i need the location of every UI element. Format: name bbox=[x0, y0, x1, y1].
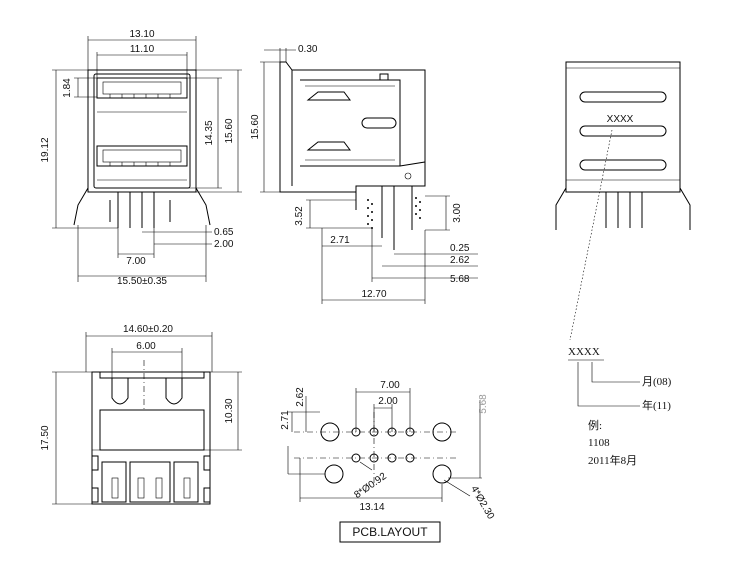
month-label: 月(08) bbox=[642, 376, 672, 388]
date-code-legend: XXXX 月(08) 年(11) 例: 1108 2011年8月 bbox=[568, 346, 672, 467]
dim-pcb-row-gap: 5.68 bbox=[478, 394, 489, 414]
dim-pcb-mount-holes: 4*Ø2.30 bbox=[468, 484, 496, 522]
pcb-layout-title-box bbox=[339, 521, 441, 543]
dim-bottom-width: 14.60±0.20 bbox=[123, 324, 173, 335]
example-label: 例: bbox=[588, 418, 602, 432]
dim-front-pin-width: 0.65 bbox=[214, 227, 234, 238]
example-code: 1108 bbox=[588, 437, 610, 449]
example-date: 2011年8月 bbox=[588, 453, 637, 467]
dim-pcb-row-y: 2.71 bbox=[280, 410, 291, 430]
dim-pcb-signal-holes: 8*Ø0.92 bbox=[352, 471, 389, 501]
dim-front-mid-height: 14.35 bbox=[204, 120, 215, 145]
dim-side-length: 12.70 bbox=[361, 289, 386, 300]
dim-front-body-height: 15.60 bbox=[224, 118, 235, 143]
rear-marking-code: XXXX bbox=[607, 114, 634, 125]
year-label: 年(11) bbox=[642, 398, 671, 412]
dim-pcb-row-y2: 2.62 bbox=[295, 387, 306, 407]
dim-side-pin-span: 5.68 bbox=[450, 274, 470, 285]
rear-view: XXXX bbox=[555, 61, 691, 230]
dim-front-pin-gap: 2.00 bbox=[214, 239, 234, 250]
dim-bottom-inner: 6.00 bbox=[136, 341, 156, 352]
dim-side-pin-offset: 2.71 bbox=[330, 235, 350, 246]
marking-leader-line bbox=[569, 129, 613, 341]
dim-side-pin-right: 3.00 bbox=[452, 203, 463, 223]
pcb-layout-title: PCB.LAYOUT bbox=[352, 525, 428, 539]
dim-side-pin-pitch: 2.62 bbox=[450, 255, 470, 266]
dim-side-pin-thickness: 0.25 bbox=[450, 243, 470, 254]
pcb-layout: 7.00 2.00 2.71 2.62 5.68 8*Ø0.92 4*Ø2.30… bbox=[280, 380, 496, 543]
dim-bottom-height: 17.50 bbox=[40, 425, 51, 450]
dim-front-w-outer: 13.10 bbox=[129, 29, 154, 40]
side-view: 0.30 15.60 3.52 3.00 2.71 0.25 2.62 5.68… bbox=[250, 44, 478, 304]
dim-side-height: 15.60 bbox=[250, 114, 261, 139]
dim-side-pin-left: 3.52 bbox=[294, 206, 305, 226]
dim-pcb-pitch: 2.00 bbox=[378, 396, 398, 407]
dim-front-base-width: 15.50±0.35 bbox=[117, 276, 167, 287]
dim-front-w-inner: 11.10 bbox=[130, 44, 155, 55]
dim-pcb-width: 13.14 bbox=[359, 502, 384, 513]
dim-front-total-height: 19.12 bbox=[40, 137, 51, 162]
dim-pcb-span: 7.00 bbox=[380, 380, 400, 391]
dim-side-plate: 0.30 bbox=[298, 44, 318, 55]
dim-front-pin-span: 7.00 bbox=[126, 256, 146, 267]
dim-front-top-gap: 1.84 bbox=[62, 78, 73, 98]
date-code-text: XXXX bbox=[568, 346, 600, 358]
bottom-view: 14.60±0.20 6.00 17.50 10.30 bbox=[40, 324, 242, 505]
dim-bottom-depth: 10.30 bbox=[224, 398, 235, 423]
front-view: 13.10 11.10 1.84 19.12 14.35 15.60 0.65 … bbox=[40, 29, 242, 287]
